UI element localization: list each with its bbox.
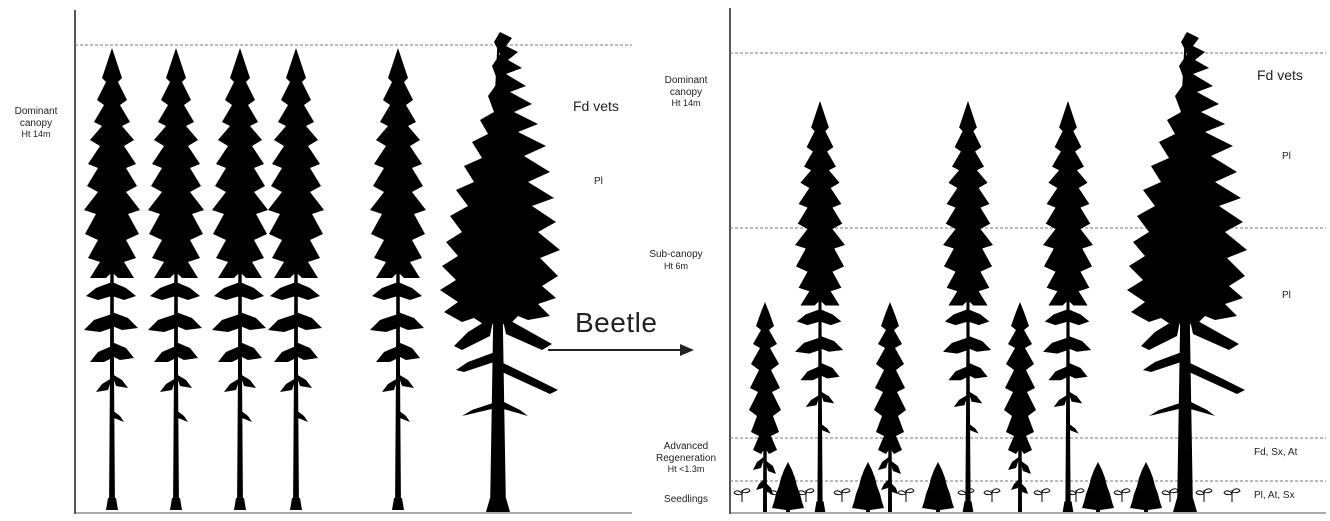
- right-fd-sx-at-label: Fd, Sx, At: [1254, 447, 1297, 459]
- pine-tree-icon: [212, 48, 268, 510]
- seedling-icon: [1034, 489, 1050, 502]
- right-advanced-regeneration-label: Advanced Regeneration Ht <1.3m: [656, 441, 716, 474]
- spruce-sapling-icon: [772, 462, 804, 512]
- left-dominant-label-line1: Dominant: [15, 106, 58, 118]
- left-fd-vets-label: Fd vets: [573, 98, 619, 114]
- seedling-icon: [734, 489, 750, 502]
- right-advanced-height-label: Ht <1.3m: [656, 464, 716, 474]
- fir-veteran-icon: [1127, 32, 1247, 512]
- right-advanced-label-line1: Advanced: [656, 441, 716, 453]
- right-advanced-label-line2: Regeneration: [656, 453, 716, 465]
- right-subcanopy-height-label: Ht 6m: [649, 261, 702, 271]
- seedling-icon: [984, 489, 1000, 502]
- arrow-right-icon: [548, 344, 694, 356]
- left-dominant-canopy-label: Dominant canopy Ht 14m: [15, 106, 58, 139]
- seedling-icon: [1162, 489, 1178, 502]
- seedling-icon: [1114, 489, 1130, 502]
- right-fd-vets-label: Fd vets: [1257, 67, 1303, 83]
- pine-tree-icon: [1043, 101, 1093, 512]
- seedling-icon: [1196, 489, 1212, 502]
- seedling-row: [734, 489, 1240, 502]
- seedling-icon: [898, 489, 914, 502]
- fir-veteran-icon: [440, 32, 560, 512]
- right-subcanopy-label: Sub-canopy Ht 6m: [649, 249, 702, 271]
- right-pl-lower-label: Pl: [1282, 290, 1291, 302]
- left-dominant-label-line2: canopy: [15, 118, 58, 130]
- seedling-icon: [1224, 489, 1240, 502]
- pine-tree-icon: [795, 101, 845, 512]
- pine-tree-icon: [268, 48, 324, 510]
- left-stand-panel: [75, 10, 632, 514]
- right-pl-upper-label: Pl: [1282, 151, 1291, 163]
- right-stand-panel: [730, 8, 1326, 514]
- left-dominant-height-label: Ht 14m: [15, 129, 58, 139]
- spruce-sapling-icon: [1082, 462, 1114, 512]
- pine-tree-icon: [943, 101, 993, 512]
- beetle-transition-label: Beetle: [575, 307, 657, 339]
- right-dominant-height-label: Ht 14m: [665, 98, 708, 108]
- spruce-sapling-icon: [1130, 462, 1162, 512]
- pine-tree-icon: [84, 48, 140, 510]
- right-dominant-canopy-label: Dominant canopy Ht 14m: [665, 75, 708, 108]
- seedling-icon: [834, 489, 850, 502]
- spruce-sapling-icon: [922, 462, 954, 512]
- right-subcanopy-label-line1: Sub-canopy: [649, 249, 702, 261]
- pine-tree-icon: [370, 48, 426, 510]
- left-pl-label: Pl: [594, 176, 603, 188]
- pine-tree-icon: [148, 48, 204, 510]
- right-dominant-label-line1: Dominant: [665, 75, 708, 87]
- right-seedlings-label: Seedlings: [664, 494, 708, 506]
- right-pl-at-sx-label: Pl, At, Sx: [1254, 490, 1295, 502]
- right-dominant-label-line2: canopy: [665, 87, 708, 99]
